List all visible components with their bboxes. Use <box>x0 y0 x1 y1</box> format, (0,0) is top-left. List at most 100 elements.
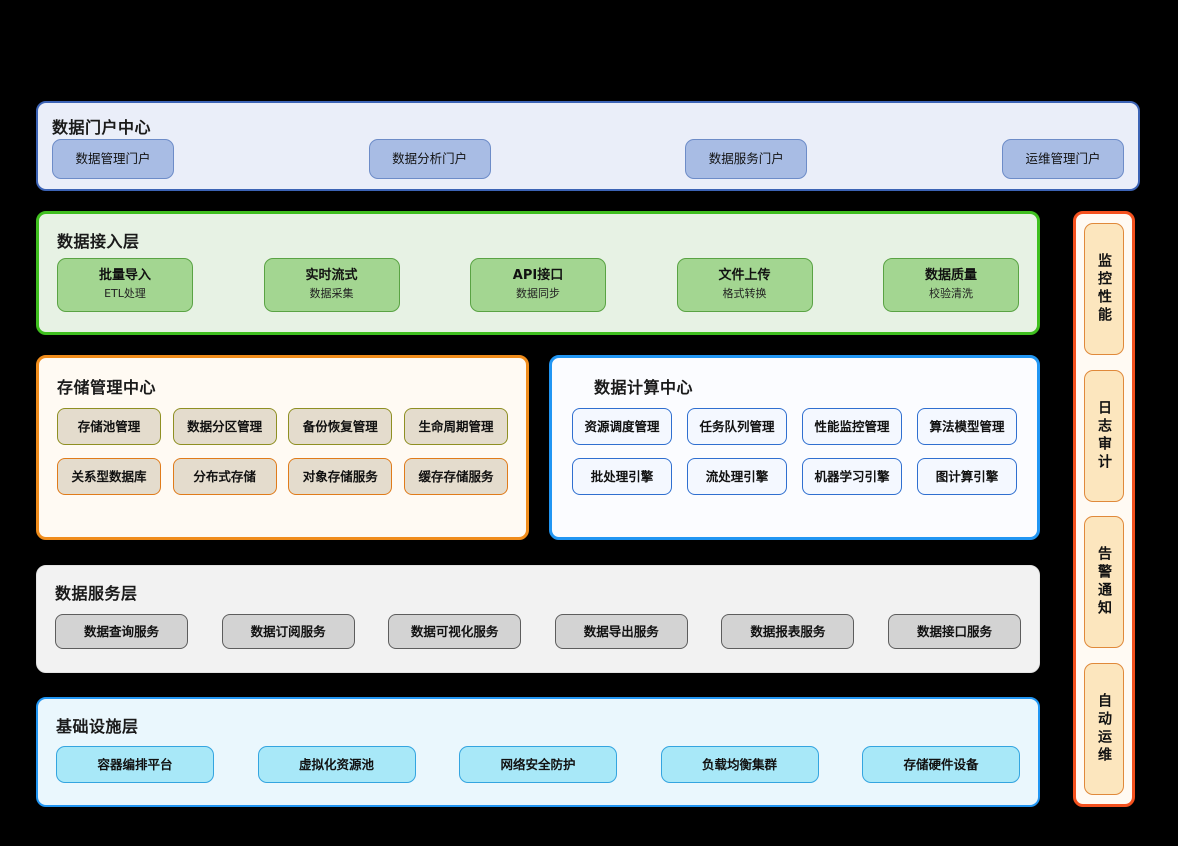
infra-card-label: 负载均衡集群 <box>701 756 777 772</box>
panel-title-access: 数据接入层 <box>57 232 140 251</box>
infra-card-container-orchestration[interactable]: 容器编排平台 <box>56 746 214 783</box>
storage-card-backup-recovery[interactable]: 备份恢复管理 <box>288 408 393 445</box>
compute-card-graph-engine[interactable]: 图计算引擎 <box>917 458 1017 495</box>
storage-card-grid: 存储池管理 数据分区管理 备份恢复管理 生命周期管理 关系型数据库 分布式存储 <box>57 408 508 495</box>
storage-card-relational-database[interactable]: 关系型数据库 <box>57 458 161 495</box>
infra-card-label: 存储硬件设备 <box>903 756 979 772</box>
compute-card-label: 性能监控管理 <box>814 418 890 434</box>
storage-card-distributed-storage[interactable]: 分布式存储 <box>172 458 277 495</box>
ops-card-label: 监控性能 <box>1096 253 1112 325</box>
ops-card-label: 自动运维 <box>1096 692 1112 765</box>
portal-card-label: 数据管理门户 <box>75 151 151 167</box>
access-card-api-interface[interactable]: API接口 数据同步 <box>470 258 606 312</box>
storage-card-object-storage[interactable]: 对象存储服务 <box>288 458 393 495</box>
panel-data-portal-center: 数据门户中心 数据管理门户 数据分析门户 数据服务门户 运维管理门户 <box>36 101 1140 191</box>
storage-card-row-2: 关系型数据库 分布式存储 对象存储服务 缓存存储服务 <box>57 458 508 495</box>
ops-card-log-audit[interactable]: 日志审计 <box>1084 369 1124 502</box>
storage-card-lifecycle-management[interactable]: 生命周期管理 <box>403 408 508 445</box>
access-card-subtitle: ETL处理 <box>104 287 146 301</box>
ops-card-label: 日志审计 <box>1096 399 1112 472</box>
compute-card-row-2: 批处理引擎 流处理引擎 机器学习引擎 图计算引擎 <box>572 458 1017 495</box>
panel-title-compute: 数据计算中心 <box>594 378 694 397</box>
storage-card-label: 数据分区管理 <box>187 418 263 434</box>
access-card-row: 批量导入 ETL处理 实时流式 数据采集 API接口 数据同步 文件上传 格式转… <box>57 258 1019 312</box>
ops-card-alert-notification[interactable]: 告警通知 <box>1084 516 1124 649</box>
infra-card-storage-hardware[interactable]: 存储硬件设备 <box>862 746 1020 783</box>
compute-card-label: 图计算引擎 <box>935 468 999 484</box>
panel-data-compute-center: 数据计算中心 资源调度管理 任务队列管理 性能监控管理 算法模型管理 批处理引擎 <box>549 355 1040 540</box>
panel-title-portal: 数据门户中心 <box>52 118 152 137</box>
storage-card-label: 备份恢复管理 <box>302 418 378 434</box>
access-card-title: 批量导入 <box>98 268 151 284</box>
portal-card-data-analysis[interactable]: 数据分析门户 <box>368 139 491 179</box>
service-card-data-query[interactable]: 数据查询服务 <box>55 614 188 649</box>
ops-card-monitoring-performance[interactable]: 监控性能 <box>1084 223 1124 355</box>
compute-card-task-queue[interactable]: 任务队列管理 <box>687 408 787 445</box>
storage-card-label: 关系型数据库 <box>71 468 147 484</box>
service-card-data-api[interactable]: 数据接口服务 <box>887 614 1021 649</box>
portal-card-ops-management[interactable]: 运维管理门户 <box>1001 139 1124 179</box>
service-card-label: 数据导出服务 <box>583 623 659 639</box>
service-card-label: 数据订阅服务 <box>250 623 326 639</box>
compute-card-machine-learning-engine[interactable]: 机器学习引擎 <box>802 458 902 495</box>
compute-card-stream-engine[interactable]: 流处理引擎 <box>687 458 787 495</box>
access-card-subtitle: 校验清洗 <box>929 287 973 301</box>
sidebar-operations: 监控性能 日志审计 告警通知 自动运维 <box>1073 211 1135 807</box>
portal-card-label: 数据服务门户 <box>708 151 784 167</box>
infra-card-virtualization-pool[interactable]: 虚拟化资源池 <box>257 746 416 783</box>
compute-card-resource-scheduling[interactable]: 资源调度管理 <box>572 408 672 445</box>
panel-title-service: 数据服务层 <box>55 584 138 603</box>
access-card-batch-import[interactable]: 批量导入 ETL处理 <box>57 258 193 312</box>
panel-storage-management-center: 存储管理中心 存储池管理 数据分区管理 备份恢复管理 生命周期管理 关系型数据库 <box>36 355 529 540</box>
service-card-data-visualization[interactable]: 数据可视化服务 <box>388 614 522 649</box>
storage-card-label: 生命周期管理 <box>418 418 494 434</box>
compute-card-row-1: 资源调度管理 任务队列管理 性能监控管理 算法模型管理 <box>572 408 1017 445</box>
infra-card-label: 虚拟化资源池 <box>298 756 374 772</box>
panel-title-infra: 基础设施层 <box>56 717 139 736</box>
ops-card-label: 告警通知 <box>1096 546 1112 619</box>
infra-card-row: 容器编排平台 虚拟化资源池 网络安全防护 负载均衡集群 存储硬件设备 <box>56 746 1020 783</box>
storage-card-label: 分布式存储 <box>193 468 256 484</box>
access-card-realtime-stream[interactable]: 实时流式 数据采集 <box>263 258 400 312</box>
access-card-data-quality[interactable]: 数据质量 校验清洗 <box>883 258 1019 312</box>
service-card-data-export[interactable]: 数据导出服务 <box>554 614 688 649</box>
access-card-file-upload[interactable]: 文件上传 格式转换 <box>676 258 813 312</box>
infra-card-network-security[interactable]: 网络安全防护 <box>459 746 617 783</box>
portal-card-label: 数据分析门户 <box>392 151 468 167</box>
portal-card-row: 数据管理门户 数据分析门户 数据服务门户 运维管理门户 <box>52 139 1124 179</box>
storage-card-pool-management[interactable]: 存储池管理 <box>57 408 161 445</box>
service-card-label: 数据报表服务 <box>750 623 826 639</box>
access-card-title: 数据质量 <box>924 268 977 284</box>
storage-card-cache-storage[interactable]: 缓存存储服务 <box>403 458 508 495</box>
panel-data-access-layer: 数据接入层 批量导入 ETL处理 实时流式 数据采集 API接口 数据同步 文件… <box>36 211 1040 335</box>
compute-card-label: 任务队列管理 <box>699 418 775 434</box>
compute-card-batch-engine[interactable]: 批处理引擎 <box>572 458 672 495</box>
compute-card-label: 批处理引擎 <box>590 468 654 484</box>
service-card-label: 数据可视化服务 <box>410 623 499 639</box>
panel-infrastructure-layer: 基础设施层 容器编排平台 虚拟化资源池 网络安全防护 负载均衡集群 存储硬件设备 <box>36 697 1040 807</box>
panel-title-storage: 存储管理中心 <box>57 378 157 397</box>
infra-card-label: 网络安全防护 <box>500 756 576 772</box>
portal-card-data-management[interactable]: 数据管理门户 <box>52 139 174 179</box>
ops-card-automated-ops[interactable]: 自动运维 <box>1084 662 1124 795</box>
portal-card-data-service[interactable]: 数据服务门户 <box>685 139 808 179</box>
service-card-data-subscription[interactable]: 数据订阅服务 <box>221 614 355 649</box>
storage-card-partition-management[interactable]: 数据分区管理 <box>172 408 277 445</box>
compute-card-label: 流处理引擎 <box>705 468 769 484</box>
service-card-label: 数据接口服务 <box>916 623 992 639</box>
storage-card-label: 缓存存储服务 <box>418 468 494 484</box>
compute-card-label: 算法模型管理 <box>929 418 1005 434</box>
compute-card-grid: 资源调度管理 任务队列管理 性能监控管理 算法模型管理 批处理引擎 流处理引擎 <box>572 408 1017 495</box>
storage-card-label: 存储池管理 <box>77 418 141 434</box>
storage-card-row-1: 存储池管理 数据分区管理 备份恢复管理 生命周期管理 <box>57 408 508 445</box>
portal-card-label: 运维管理门户 <box>1025 151 1101 167</box>
service-card-row: 数据查询服务 数据订阅服务 数据可视化服务 数据导出服务 数据报表服务 数据接口… <box>55 614 1021 649</box>
compute-card-performance-monitoring[interactable]: 性能监控管理 <box>802 408 902 445</box>
access-card-title: 实时流式 <box>305 268 358 284</box>
panel-data-service-layer: 数据服务层 数据查询服务 数据订阅服务 数据可视化服务 数据导出服务 数据报表服… <box>36 565 1040 673</box>
service-card-data-report[interactable]: 数据报表服务 <box>721 614 855 649</box>
infra-card-label: 容器编排平台 <box>97 756 173 772</box>
infra-card-load-balancer-cluster[interactable]: 负载均衡集群 <box>660 746 819 783</box>
compute-card-algorithm-model[interactable]: 算法模型管理 <box>917 408 1017 445</box>
